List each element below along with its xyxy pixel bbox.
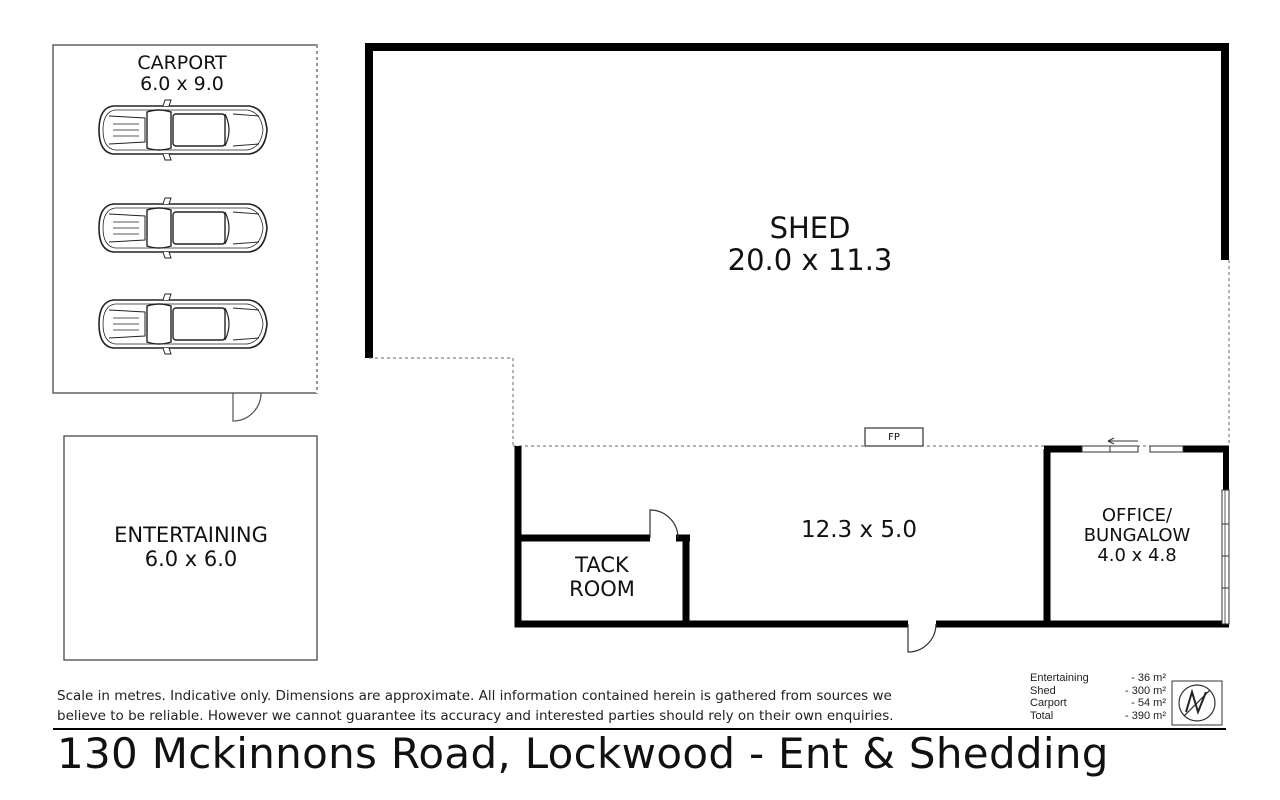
- area-label: Shed: [1030, 684, 1056, 697]
- area-summary: Entertaining - 36 m² Shed - 300 m² Carpo…: [1030, 672, 1166, 722]
- carport-dims: 6.0 x 9.0: [140, 73, 224, 96]
- property-address: 130 Mckinnons Road, Lockwood - Ent & She…: [57, 729, 1109, 778]
- tack-door: [649, 509, 679, 539]
- car-1: [98, 99, 268, 161]
- entertaining-label: ENTERTAINING 6.0 x 6.0: [81, 523, 301, 571]
- area-label: Entertaining: [1030, 672, 1089, 684]
- fireplace: [864, 427, 924, 447]
- entertaining-dims: 6.0 x 6.0: [144, 546, 238, 571]
- tack-room-line1: TACK: [575, 553, 629, 577]
- area-label: Total: [1030, 709, 1054, 722]
- area-row: Carport - 54 m²: [1030, 697, 1166, 710]
- area-row: Entertaining - 36 m²: [1030, 672, 1166, 685]
- disclaimer: Scale in metres. Indicative only. Dimens…: [57, 686, 997, 726]
- area-value: - 54 m²: [1131, 697, 1166, 709]
- office-dims: 4.0 x 4.8: [1097, 545, 1177, 567]
- lower-area-dims: 12.3 x 5.0: [800, 517, 918, 543]
- tack-room-label: TACK ROOM: [537, 553, 667, 601]
- area-value: - 390 m²: [1125, 709, 1166, 722]
- carport-name: CARPORT: [137, 52, 227, 74]
- shed-wall: [365, 43, 1229, 358]
- lower-area-label: 12.3 x 5.0: [759, 517, 959, 544]
- shed-label: SHED 20.0 x 11.3: [660, 212, 960, 277]
- office-label: OFFICE/ BUNGALOW 4.0 x 4.8: [1062, 505, 1212, 567]
- fireplace-label: FP: [888, 432, 900, 443]
- office-line1: OFFICE/: [1101, 505, 1173, 526]
- area-row: Total - 390 m²: [1030, 710, 1166, 723]
- carport-door: [232, 392, 262, 422]
- main-door: [907, 623, 937, 653]
- area-value: - 36 m²: [1131, 672, 1166, 684]
- disclaimer-line1: Scale in metres. Indicative only. Dimens…: [57, 688, 892, 704]
- carport-label: CARPORT 6.0 x 9.0: [92, 52, 272, 96]
- entertaining-outline: [63, 435, 318, 661]
- entertaining-name: ENTERTAINING: [114, 523, 268, 547]
- lower-wall: [514, 446, 908, 628]
- office-line2: BUNGALOW: [1083, 525, 1191, 547]
- area-label: Carport: [1030, 697, 1067, 709]
- area-row: Shed - 300 m²: [1030, 685, 1166, 698]
- car-3: [98, 293, 268, 355]
- office-window: [1221, 489, 1230, 625]
- area-value: - 300 m²: [1125, 684, 1166, 697]
- compass-logo: [1171, 680, 1223, 726]
- car-2: [98, 197, 268, 259]
- disclaimer-line2: believe to be reliable. However we canno…: [57, 708, 894, 724]
- shed-dims: 20.0 x 11.3: [727, 243, 893, 278]
- tack-room-line2: ROOM: [569, 576, 635, 601]
- shed-name: SHED: [769, 211, 851, 245]
